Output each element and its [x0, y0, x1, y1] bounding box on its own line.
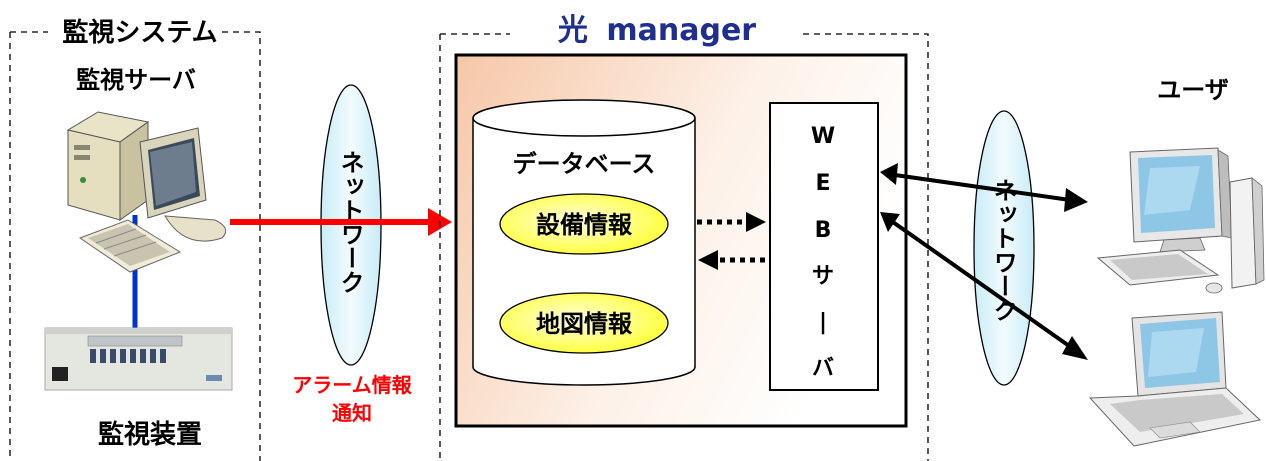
monitoring-server-icon	[66, 111, 227, 273]
web-to-db-arrow-head	[698, 250, 718, 270]
manager-title-text: manager	[606, 13, 756, 48]
map-info-label: 地図情報	[536, 310, 633, 338]
desktop-pc-icon	[1096, 147, 1265, 294]
db-to-web-arrow-head	[746, 212, 766, 232]
web-server-char-5: |	[819, 310, 827, 335]
web-server-char-2: E	[815, 171, 830, 196]
monitoring-device-icon	[44, 327, 233, 391]
web-server-char-3: B	[815, 218, 832, 243]
monitoring-system-title: 監視システム	[62, 17, 217, 48]
manager-dashed-border	[439, 33, 929, 461]
equipment-info-pill	[499, 193, 669, 255]
link-laptop-head-web	[880, 212, 900, 232]
manager-title-kanji: 光	[558, 13, 588, 48]
map-info-pill	[499, 292, 669, 354]
monitoring-system-group: 監視システム 監視サーバ 監視装置	[9, 17, 261, 461]
link-laptop-head-user	[1062, 336, 1088, 360]
database-label: データベース	[513, 150, 656, 178]
network-right: ネットワーク	[973, 110, 1035, 386]
manager-group: 光 manager データベース 設備情報 地図情報 W E B サ | バ	[439, 13, 929, 461]
link-web-to-desktop	[894, 173, 1071, 202]
link-desktop-head-user	[1064, 188, 1088, 212]
web-server-char-4: サ	[812, 264, 834, 289]
link-desktop-head-web	[880, 163, 898, 185]
user-label: ユーザ	[1157, 76, 1229, 104]
link-web-to-laptop	[888, 218, 1074, 350]
manager-title: 光 manager	[558, 13, 756, 48]
web-server-char-6: バ	[812, 356, 834, 381]
network-right-ellipse	[973, 110, 1035, 386]
user-links	[880, 163, 1088, 360]
web-server-box	[769, 102, 879, 391]
alarm-label-line2: 通知	[332, 401, 372, 425]
alarm-label-line1: アラーム情報	[292, 373, 412, 397]
monitoring-system-dashed-border	[9, 31, 261, 461]
laptop-pc-icon	[1088, 311, 1262, 447]
monitoring-device-label: 監視装置	[98, 419, 202, 450]
monitoring-server-label: 監視サーバ	[76, 66, 196, 94]
equipment-info-label: 設備情報	[536, 211, 633, 239]
web-server-char-1: W	[811, 124, 835, 149]
